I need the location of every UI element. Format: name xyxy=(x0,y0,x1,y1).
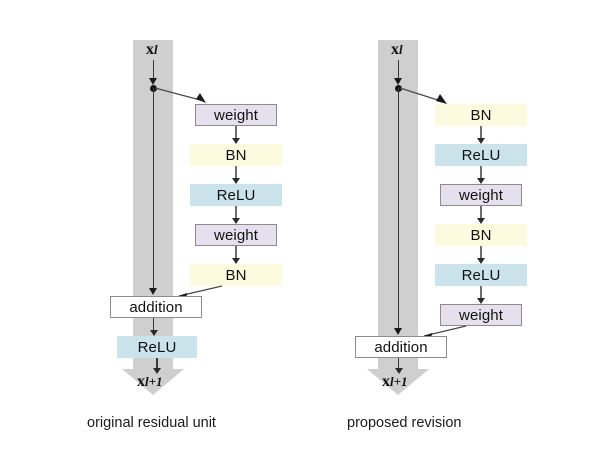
connector-addition-to-output xyxy=(355,358,442,374)
identity-line-proposed xyxy=(398,88,400,330)
op-label: BN xyxy=(225,266,247,284)
identity-entry-arrowhead-proposed xyxy=(394,78,402,85)
connector-bn-to-relu xyxy=(190,166,282,184)
op-label: ReLU xyxy=(137,338,177,356)
output-label-original: xl+1 xyxy=(137,373,163,390)
identity-arrowhead-proposed xyxy=(394,328,402,335)
addition-label: addition xyxy=(374,338,428,356)
op-label: BN xyxy=(470,106,492,124)
output-label-proposed: xl+1 xyxy=(382,373,408,390)
op-box-bn[interactable]: BN xyxy=(435,104,527,126)
caption-proposed: proposed revision xyxy=(347,415,462,431)
op-box-relu[interactable]: ReLU xyxy=(190,184,282,206)
addition-box-original[interactable]: addition xyxy=(110,296,202,318)
caption-original: original residual unit xyxy=(87,415,216,431)
connector-relu-to-output xyxy=(117,358,197,374)
op-box-weight[interactable]: weight xyxy=(195,104,277,126)
connector-relu-to-weight xyxy=(190,206,282,224)
op-box-bn[interactable]: BN xyxy=(190,144,282,166)
op-label: weight xyxy=(459,186,503,204)
op-label: BN xyxy=(225,146,247,164)
connector-weight2-to-bn2 xyxy=(195,246,277,264)
addition-label: addition xyxy=(129,298,183,316)
op-label: weight xyxy=(214,106,258,124)
op-box-bn-2[interactable]: BN xyxy=(190,264,282,286)
connector-weight-to-bn2 xyxy=(440,206,522,224)
op-box-weight-2[interactable]: weight xyxy=(440,304,522,326)
addition-box-proposed[interactable]: addition xyxy=(355,336,447,358)
input-label-proposed: xl xyxy=(391,41,403,58)
connector-relu-to-weight xyxy=(435,166,527,184)
connector-addition-to-relu xyxy=(110,318,197,336)
identity-entry-line-original xyxy=(153,60,155,82)
op-box-relu-post[interactable]: ReLU xyxy=(117,336,197,358)
op-box-weight[interactable]: weight xyxy=(440,184,522,206)
connector-relu2-to-weight2 xyxy=(435,286,527,304)
op-label: ReLU xyxy=(216,186,256,204)
op-label: weight xyxy=(459,306,503,324)
connector-weight-to-bn xyxy=(195,126,277,144)
op-label: weight xyxy=(214,226,258,244)
connector-bn2-to-relu2 xyxy=(435,246,527,264)
op-box-relu-2[interactable]: ReLU xyxy=(435,264,527,286)
op-box-weight-2[interactable]: weight xyxy=(195,224,277,246)
op-label: ReLU xyxy=(461,146,501,164)
identity-arrowhead-original xyxy=(149,288,157,295)
op-box-bn-2[interactable]: BN xyxy=(435,224,527,246)
op-label: ReLU xyxy=(461,266,501,284)
identity-entry-line-proposed xyxy=(398,60,400,82)
connector-bn-to-relu xyxy=(435,126,527,144)
identity-entry-arrowhead-original xyxy=(149,78,157,85)
op-box-relu[interactable]: ReLU xyxy=(435,144,527,166)
op-label: BN xyxy=(470,226,492,244)
input-label-original: xl xyxy=(146,41,158,58)
identity-line-original xyxy=(153,88,155,290)
